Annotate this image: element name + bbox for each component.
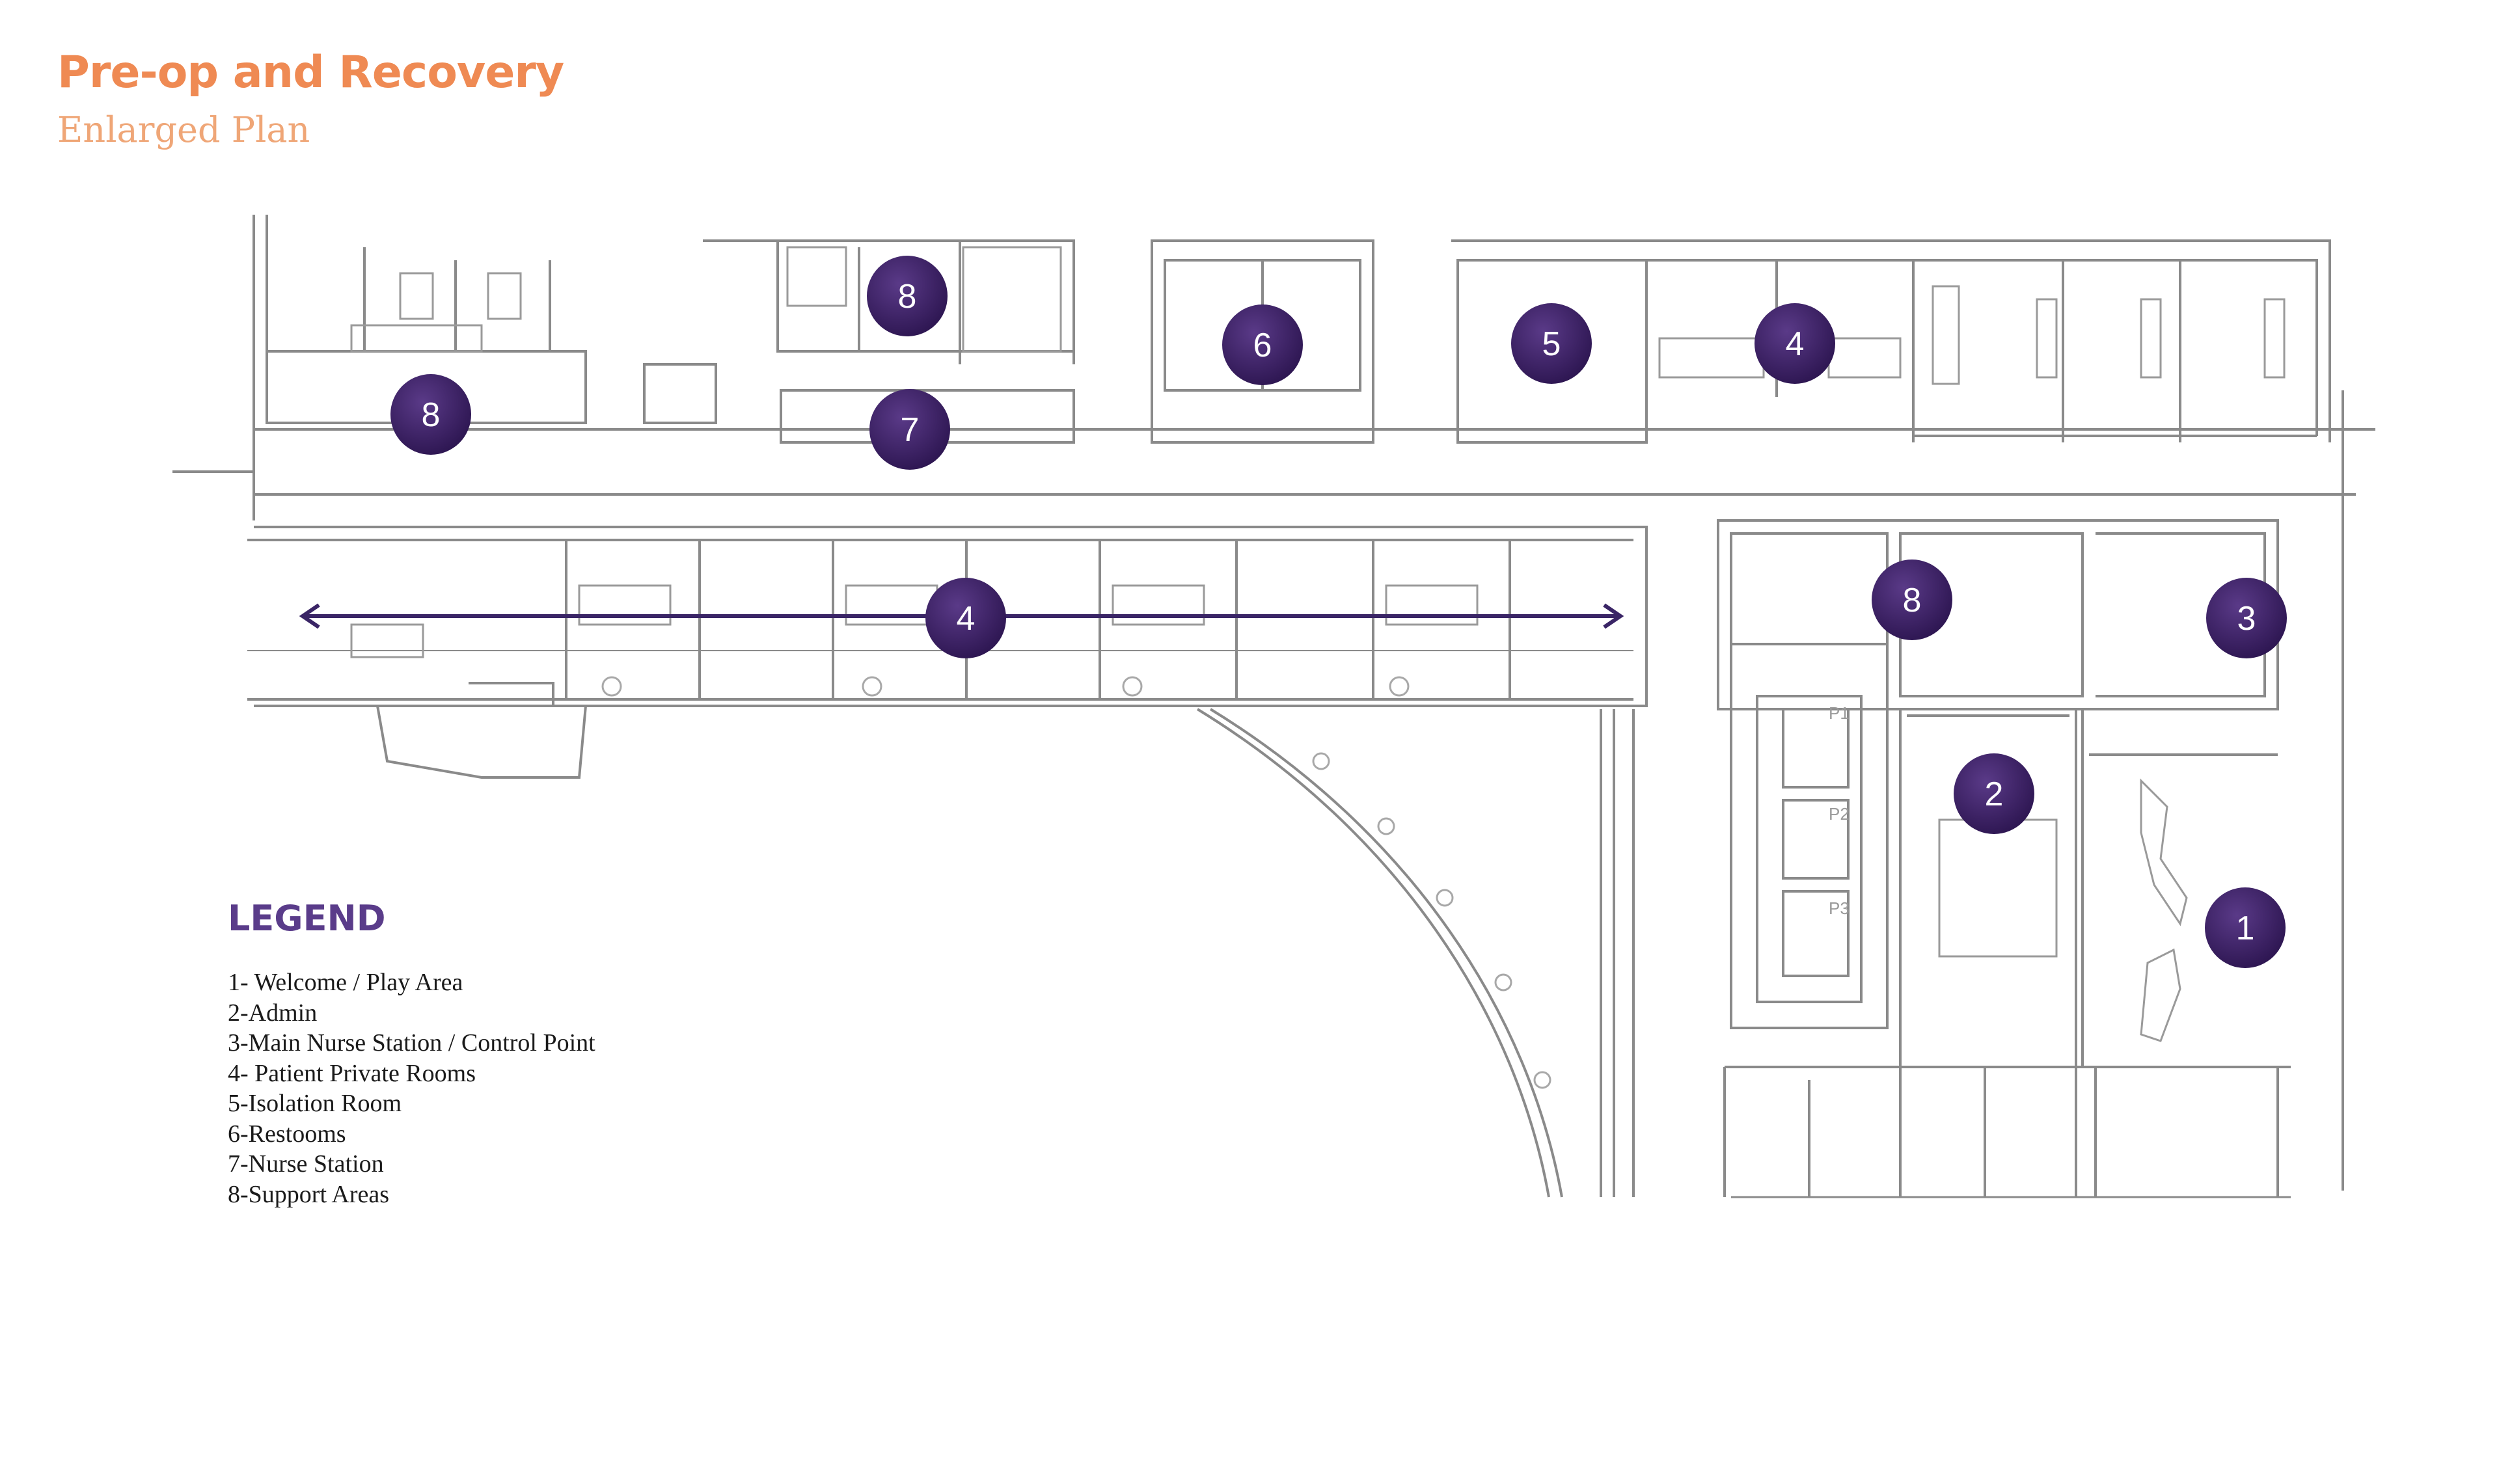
marker-label: 8 bbox=[1903, 582, 1922, 619]
marker-3-main-nurse-station: 3 bbox=[2206, 578, 2287, 658]
legend-item: 6-Restooms bbox=[228, 1120, 346, 1148]
parking-label-p3: P3 bbox=[1829, 898, 1850, 918]
legend-item: 3-Main Nurse Station / Control Point bbox=[228, 1029, 595, 1057]
fixtures bbox=[350, 246, 2286, 1042]
marker-label: 8 bbox=[422, 396, 441, 434]
marker-label: 4 bbox=[957, 600, 976, 638]
parking-label-p1: P1 bbox=[1829, 703, 1850, 723]
marker-label: 4 bbox=[1786, 325, 1805, 363]
marker-label: 8 bbox=[898, 278, 917, 316]
legend-item: 4- Patient Private Rooms bbox=[228, 1059, 476, 1087]
marker-label: 1 bbox=[2236, 910, 2255, 947]
room-circles bbox=[601, 676, 1551, 1089]
marker-label: 5 bbox=[1542, 325, 1561, 363]
legend-list: 1- Welcome / Play Area 2-Admin 3-Main Nu… bbox=[228, 967, 595, 1209]
marker-8-support-east: 8 bbox=[1872, 560, 1952, 640]
legend-item: 7-Nurse Station bbox=[228, 1150, 384, 1178]
marker-label: 2 bbox=[1985, 776, 2004, 813]
marker-label: 7 bbox=[901, 411, 920, 449]
marker-2-admin: 2 bbox=[1954, 753, 2034, 834]
marker-6-restrooms: 6 bbox=[1222, 304, 1303, 385]
marker-7-nurse-station: 7 bbox=[869, 389, 950, 470]
marker-label: 6 bbox=[1253, 327, 1272, 364]
legend-title: LEGEND bbox=[228, 898, 386, 939]
marker-5-isolation: 5 bbox=[1511, 303, 1592, 384]
page-title: Pre-op and Recovery bbox=[57, 47, 564, 98]
legend-item: 2-Admin bbox=[228, 999, 318, 1027]
marker-1-welcome-play: 1 bbox=[2205, 887, 2286, 968]
marker-4-patient-rooms: 4 bbox=[925, 578, 1006, 658]
page-subtitle: Enlarged Plan bbox=[57, 109, 310, 150]
marker-8-support-west: 8 bbox=[867, 256, 948, 336]
walls bbox=[172, 215, 2375, 1198]
legend: LEGEND 1- Welcome / Play Area 2-Admin 3-… bbox=[228, 898, 595, 1209]
parking-labels: P1 P2 P3 bbox=[1829, 703, 1850, 918]
marker-8-support-corner: 8 bbox=[390, 374, 471, 455]
legend-item: 5-Isolation Room bbox=[228, 1090, 402, 1117]
marker-label: 3 bbox=[2237, 600, 2256, 638]
marker-4-patient-rooms-north: 4 bbox=[1755, 303, 1835, 384]
legend-item: 1- Welcome / Play Area bbox=[228, 969, 463, 996]
legend-item: 8-Support Areas bbox=[228, 1180, 390, 1208]
parking-label-p2: P2 bbox=[1829, 804, 1850, 824]
